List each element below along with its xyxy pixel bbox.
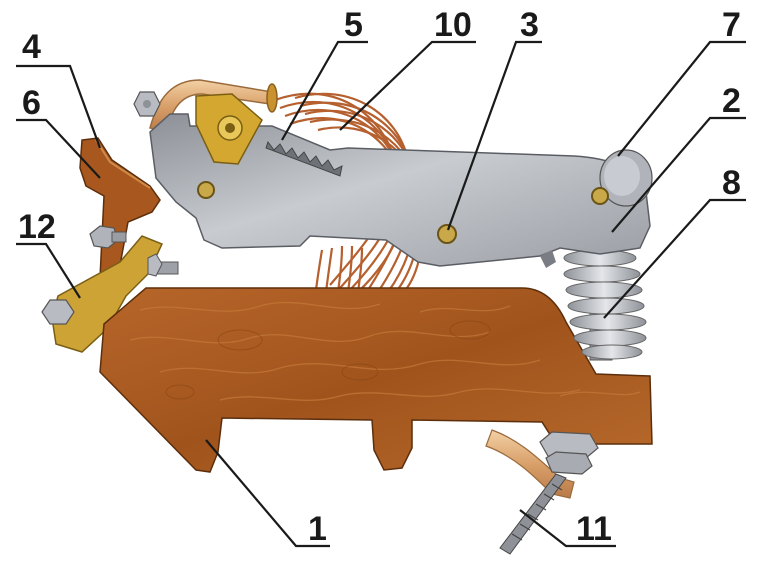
label-8: 8: [722, 164, 741, 202]
nut-top-left: [133, 91, 161, 117]
bolt-upper-left: [89, 225, 127, 249]
label-6: 6: [22, 84, 41, 122]
leader-7: [617, 40, 746, 157]
label-4: 4: [22, 28, 41, 66]
leader-5: [281, 40, 368, 141]
leader-1: [205, 439, 330, 548]
ratchet-teeth-5: [265, 140, 343, 177]
leader-4: [16, 64, 102, 149]
bolt-terminal: [41, 253, 179, 325]
wooden-body-1: [99, 287, 653, 473]
label-3: 3: [520, 6, 539, 44]
label-7: 7: [722, 6, 741, 44]
wood-knots: [165, 320, 491, 400]
label-2: 2: [722, 82, 741, 120]
leader-8: [603, 198, 746, 319]
label-1: 1: [308, 510, 327, 548]
label-5: 5: [344, 6, 363, 44]
rear-disk-7: [599, 149, 653, 207]
leader-11: [519, 509, 616, 548]
leader-12: [16, 242, 81, 299]
leader-10: [339, 40, 476, 131]
leader-3: [446, 40, 542, 231]
label-11: 11: [576, 510, 612, 548]
adjusting-screw-11: [499, 431, 599, 555]
brass-cam: [195, 93, 263, 165]
pivot-pin-3: [437, 224, 457, 244]
brass-bracket-6: [79, 137, 161, 279]
leader-6: [16, 118, 101, 179]
pivot-pin-right: [591, 187, 609, 205]
wire-ring: [266, 83, 278, 113]
label-10: 10: [434, 6, 472, 44]
leader-2: [611, 116, 746, 233]
pivot-pin-left: [197, 181, 215, 199]
leader-lines: [16, 40, 746, 548]
wood-grain: [129, 301, 641, 401]
label-12: 12: [18, 208, 56, 246]
spring-8: [563, 249, 647, 361]
